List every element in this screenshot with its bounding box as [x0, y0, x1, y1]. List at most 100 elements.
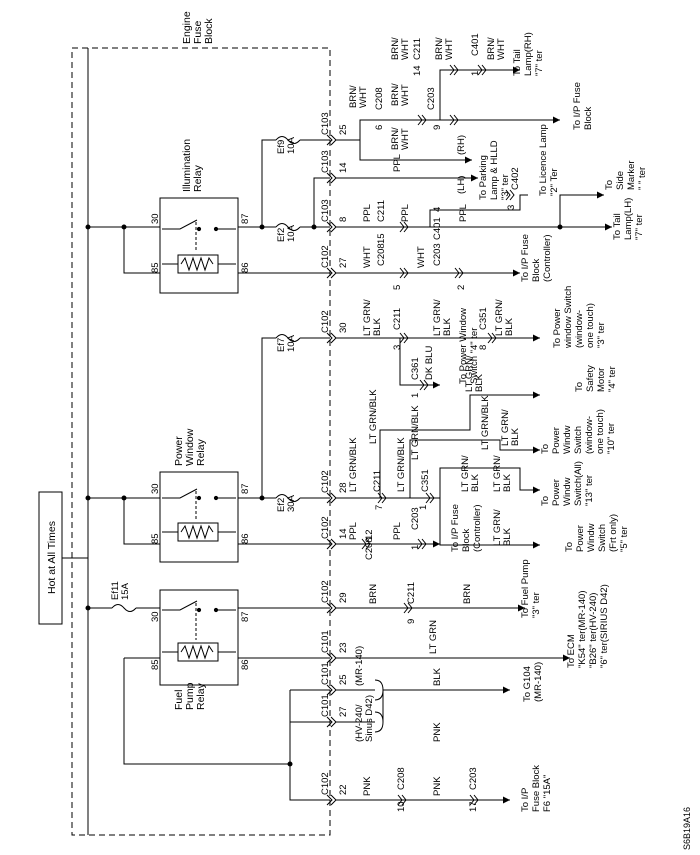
illumination-relay-label-line: Illumination: [181, 139, 193, 192]
dest-ecm-line: "6" ter(SIRIUS D42): [599, 584, 610, 668]
pw-pin-87-line: 87: [240, 483, 251, 494]
dest-ip-fuse-controller-2-line: Block: [461, 529, 472, 552]
wire-lgb-6-line: LT GRN/BLK: [410, 405, 421, 460]
dest-parking-hlld-line: Lamp & HLLD: [489, 140, 500, 200]
pw-pin-86: 86: [240, 533, 251, 544]
illumination-relay-internals: [162, 219, 236, 274]
c351-a: C351: [478, 307, 489, 330]
wire-lgb-5: LT GRN/BLK: [368, 389, 379, 444]
pin-6: 6: [374, 125, 385, 130]
wire-brn-wht-6: BRN/WHT: [486, 37, 507, 60]
c351-b-line: C351: [420, 469, 431, 492]
illum-pin-87-line: 87: [240, 213, 251, 224]
c203-mid-line: C203: [432, 243, 443, 266]
dest-ecm-line: "B26" ter(HV-240): [588, 593, 599, 668]
c208-top-line: C208: [374, 87, 385, 110]
illum-pin-85-line: 85: [150, 262, 161, 273]
dest-pw-switch-4: To Power WindowSwitch "4" ter: [458, 308, 480, 384]
engine-fuse-block-label-line: Fuse: [192, 20, 204, 44]
c211-mid-line: C211: [376, 200, 387, 222]
c211-e: C211: [406, 582, 417, 604]
c208-mid-line: C208: [376, 243, 387, 266]
pw-pin-86-line: 86: [240, 533, 251, 544]
pw-pin-30-line: 30: [150, 483, 161, 494]
dest-pw-switch-13-line: To: [540, 496, 551, 506]
pin-15: 15: [376, 233, 387, 244]
dest-ip-fuse-block-line: Block: [583, 107, 594, 130]
illum-pin-86: 86: [240, 262, 251, 273]
dest-safety-motor-line: To: [574, 382, 585, 392]
dest-parking-hlld-line: To Parking: [478, 155, 489, 200]
power-window-relay-internals: [162, 488, 236, 542]
wire-lgb-10-line: LT GRN/BLK: [396, 437, 407, 492]
dest-pw-switch-4-line: Switch "4" ter: [469, 328, 480, 384]
dest-ecm: To ECM"K54" ter(MR-140)"B26" ter(HV-240)…: [566, 584, 610, 668]
wire-lgb-1-line: BLK: [372, 317, 383, 336]
illum-pin-85: 85: [150, 262, 161, 273]
tag-lh-line: (LH): [456, 176, 467, 194]
dest-ip-fuse-controller-2-line: To I/P Fuse: [450, 504, 461, 552]
engine-fuse-block-box: [71, 47, 331, 836]
fuel-pump-relay-label-line: Fuel: [173, 690, 185, 710]
dest-ip-fuse-controller-2-line: (Controller): [472, 504, 483, 552]
pin-29-line: 29: [338, 592, 349, 603]
pin-1c-line: 1: [418, 505, 429, 510]
wire-lgb-13-line: LT GRN/: [492, 509, 503, 546]
dest-licence-lamp-line: To Licence Lamp: [538, 124, 549, 196]
wire-brn-wht-5: BRN/WHT: [434, 37, 455, 60]
wire-lgb-8-line: BLK: [510, 427, 521, 446]
wire-lgb-8: LT GRN/BLK: [500, 409, 521, 446]
pin-3a: 3: [506, 205, 517, 210]
c102-a-line: C102: [320, 245, 331, 268]
c351-a-line: C351: [478, 307, 489, 330]
wire-brn-wht-3-line: WHT: [400, 84, 411, 106]
variant-hv240-line: (HV-240/: [354, 704, 365, 742]
dest-ip-fuse-f6-line: F6 "15A": [542, 775, 553, 812]
dest-pw-switch-10-line: To: [540, 444, 551, 454]
wire-wht-2-line: WHT: [416, 246, 427, 268]
wire-lgb-7: LT GRN/BLK: [480, 395, 491, 450]
wire-lgb-11-line: BLK: [470, 473, 481, 492]
dest-pw-switch-10-line: Windw: [562, 425, 573, 454]
wire-wht-1: WHT: [362, 246, 373, 268]
c401-top: C401: [470, 33, 481, 56]
dest-parking-hlld-line: "3" ter: [500, 174, 511, 200]
c101-c-line: C101: [320, 694, 331, 717]
wire-pnk-1: PNK: [432, 722, 443, 742]
c203-mid: C203: [432, 243, 443, 266]
variant-mr140: (MR-140): [354, 646, 365, 686]
wire-lgb-2-line: LT GRN/: [432, 299, 443, 336]
wire-ppl-4: PPL: [458, 204, 469, 222]
dest-tail-lh-line: To Tail: [612, 213, 623, 240]
wire-lgb-3: LT GRN/BLK: [494, 299, 515, 336]
dest-tail-lh-line: Lamp(LH): [623, 198, 634, 240]
dest-side-marker-line: To: [604, 180, 615, 190]
dest-pw-one-touch-line: window Switch: [563, 286, 574, 349]
power-window-relay-label-line: Power: [173, 436, 185, 466]
dest-g104-line: To G104: [522, 666, 533, 702]
illum-pin-30: 30: [150, 213, 161, 224]
pin-1a-line: 1: [470, 71, 481, 76]
dest-ip-fuse-block-line: To I/P Fuse: [572, 82, 583, 130]
dest-tail-rh-line: To Tail: [512, 49, 523, 76]
fp-pin-87: 87: [240, 611, 251, 622]
c208-mid: C208: [376, 243, 387, 266]
pin-2-line: 2: [456, 285, 467, 290]
wire-ppl-5-line: PPL: [348, 522, 359, 540]
wire-lgb-10: LT GRN/BLK: [396, 437, 407, 492]
dest-tail-rh-line: "7" ter: [534, 50, 545, 76]
c211-c: C211: [392, 308, 403, 330]
c402: C402: [510, 167, 521, 190]
pin-14b-line: 14: [338, 528, 349, 539]
wire-ppl-3-line: PPL: [400, 204, 411, 222]
wire-lgb-3-line: LT GRN/: [494, 299, 505, 336]
pin-15-line: 15: [376, 233, 387, 244]
dest-pw-switch-5-line: To: [564, 542, 575, 552]
dest-pw-switch-5: ToPowerWindwSwitch(Frt only)"5" ter: [564, 514, 630, 552]
wire-lt-grn: LT GRN: [428, 620, 439, 654]
dest-pw-switch-10: ToPowerWindwSwitch(window-one touch)"10"…: [540, 409, 617, 454]
illum-pin-30-line: 30: [150, 213, 161, 224]
dest-fuel-pump: To Fuel Pump"3" ter: [520, 559, 542, 618]
wire-lgb-13: LT GRN/BLK: [492, 509, 513, 546]
dest-ip-fuse-controller-line: Block: [531, 259, 542, 282]
